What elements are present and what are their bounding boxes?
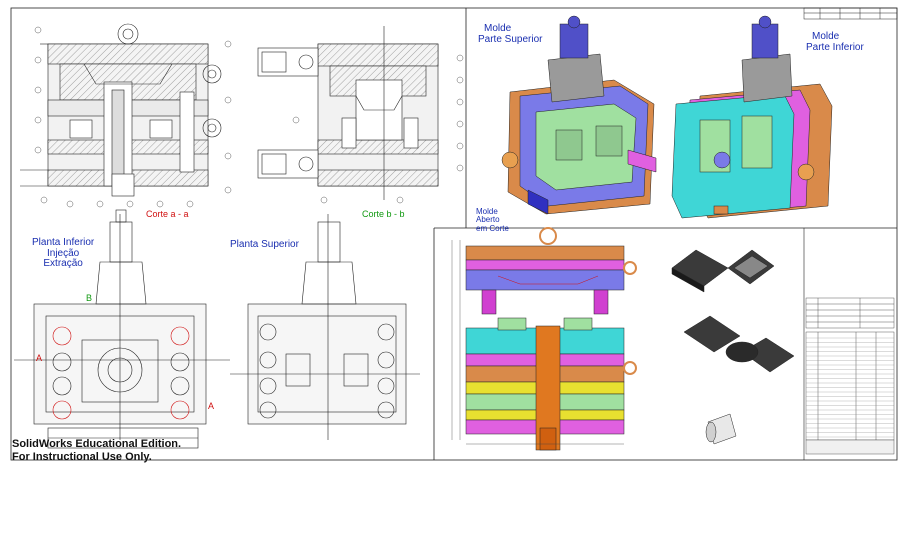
planta-superior-drawing xyxy=(230,214,420,440)
label-molde-superior-line1: Molde xyxy=(484,23,512,34)
section-bb-balloons xyxy=(292,54,464,204)
parts-list-tables xyxy=(805,297,895,455)
label-planta-inferior: Planta Inferior Injeção Extração xyxy=(32,237,95,270)
label-molde-aberto-line1: Molde xyxy=(476,207,498,216)
section-marker-a-left: A xyxy=(36,353,43,363)
label-molde-inferior-line2: Parte Inferior xyxy=(806,41,864,53)
label-planta-inferior-line3: Extração xyxy=(43,258,83,269)
label-molde-superior: Molde Parte Superior xyxy=(478,23,543,45)
label-planta-superior: Planta Superior xyxy=(230,239,299,250)
mold-upper-3d xyxy=(501,15,657,215)
label-corte-bb: Corte b - b xyxy=(362,209,405,219)
label-molde-aberto-line2: Aberto xyxy=(476,215,500,225)
watermark-line2: For Instructional Use Only. xyxy=(12,451,152,463)
section-aa-drawing xyxy=(20,23,222,197)
planta-inferior-drawing xyxy=(14,209,230,449)
product-part-views xyxy=(671,249,795,445)
parts-list-rows xyxy=(806,337,894,438)
title-block-header xyxy=(803,7,898,20)
section-marker-a-right: A xyxy=(208,401,215,411)
label-molde-inferior: Molde Parte Inferior xyxy=(806,31,864,53)
label-molde-superior-line2: Parte Superior xyxy=(478,33,543,45)
watermark-line1: SolidWorks Educational Edition. xyxy=(12,438,182,450)
label-planta-inferior-line2: Injeção xyxy=(47,247,80,259)
label-molde-inferior-line1: Molde xyxy=(812,31,840,42)
section-aa-balloons xyxy=(34,26,232,208)
section-marker-b: B xyxy=(86,293,93,303)
label-corte-aa: Corte a - a xyxy=(146,209,189,219)
label-molde-aberto: Molde Aberto em Corte xyxy=(476,207,509,233)
mold-lower-3d xyxy=(671,15,833,219)
label-planta-inferior-line1: Planta Inferior xyxy=(32,237,95,248)
open-mold-section xyxy=(451,227,637,451)
section-bb-drawing xyxy=(257,26,439,200)
sheet-border xyxy=(10,7,898,461)
label-molde-aberto-line3: em Corte xyxy=(476,223,509,233)
